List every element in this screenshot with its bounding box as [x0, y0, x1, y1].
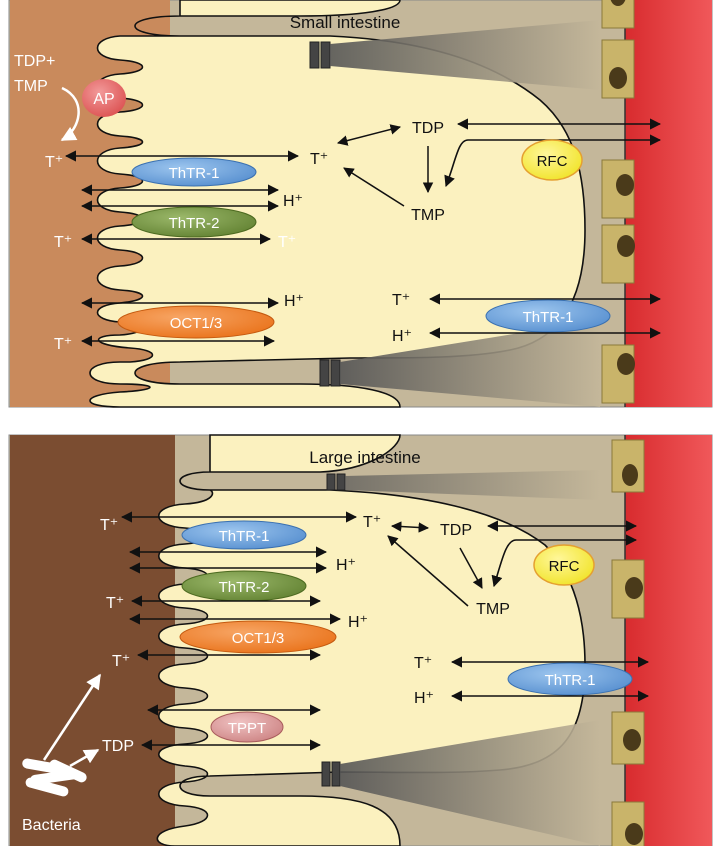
ap-label: AP	[93, 91, 114, 108]
tmp-label: TMP	[411, 207, 445, 224]
t-label: T⁺	[54, 234, 72, 251]
oct-label: OCT1/3	[170, 315, 223, 332]
tppt-label: TPPT	[228, 720, 266, 737]
thtr2-label: ThTR-2	[219, 579, 270, 596]
blood-vessel	[625, 0, 712, 407]
t-cell-label: T⁺	[363, 514, 381, 531]
t-baso-label: T⁺	[392, 292, 410, 309]
tmp-label: TMP	[476, 601, 510, 618]
h-label: H⁺	[336, 557, 356, 574]
t-cell-label: T⁺	[310, 151, 328, 168]
t-cell-label-2: T⁺	[278, 234, 296, 251]
t-label: T⁺	[100, 517, 118, 534]
tight-junction-bottom	[319, 359, 330, 387]
t-label: T⁺	[106, 595, 124, 612]
tight-junction-bottom	[321, 761, 331, 787]
panel-title: Large intestine	[309, 448, 421, 467]
t-label: T⁺	[45, 154, 63, 171]
tight-junction-top	[326, 473, 336, 491]
h-baso-label: H⁺	[414, 690, 434, 707]
t-label: T⁺	[112, 653, 130, 670]
thtr1-label: ThTR-1	[219, 528, 270, 545]
bacteria-label: Bacteria	[22, 817, 81, 834]
tdp-label: TDP	[412, 120, 444, 137]
tdp-tmp-label-2: TMP	[14, 78, 48, 95]
thtr1-baso-label: ThTR-1	[523, 309, 574, 326]
large-intestine-panel: Large intestine T⁺ T⁺ ThTR-1 H⁺ ThTR-2 T…	[8, 434, 713, 846]
oct-label: OCT1/3	[232, 630, 285, 647]
t-label: T⁺	[54, 336, 72, 353]
thtr1-baso-label: ThTR-1	[545, 672, 596, 689]
h-label: H⁺	[284, 293, 304, 310]
endothelial-cells	[611, 439, 645, 846]
dephosphorylation-arrow	[60, 86, 80, 142]
panel-title: Small intestine	[290, 13, 401, 32]
h-baso-label: H⁺	[392, 328, 412, 345]
rfc-label: RFC	[549, 558, 580, 575]
ap-enzyme	[82, 79, 126, 117]
rfc-transporter	[521, 139, 583, 181]
thtr2-label: ThTR-2	[169, 215, 220, 232]
blood-vessel	[625, 435, 712, 846]
tdp-label: TDP	[440, 522, 472, 539]
h-label: H⁺	[283, 193, 303, 210]
thtr1-label: ThTR-1	[169, 165, 220, 182]
bacteria-icon	[22, 758, 87, 797]
tdp-bacteria-label: TDP	[102, 738, 134, 755]
rfc-transporter	[533, 544, 595, 586]
h-label: H⁺	[348, 614, 368, 631]
tight-junction-top	[309, 41, 320, 69]
small-intestine-panel: Small intestine TDP+ TMP AP T⁺ T⁺ ThTR-1…	[8, 0, 713, 408]
tdp-tmp-label-1: TDP+	[14, 53, 55, 70]
rfc-label: RFC	[537, 153, 568, 170]
t-baso-label: T⁺	[414, 655, 432, 672]
